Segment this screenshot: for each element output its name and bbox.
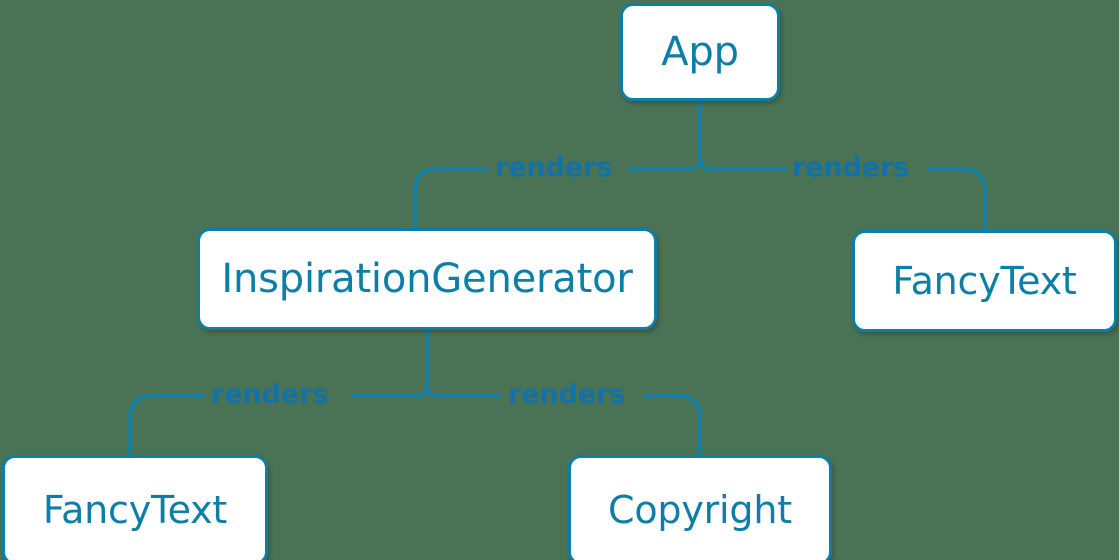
edge-app-to-fancytext-right: [708, 167, 987, 232]
edge-app-trunk-right: [698, 156, 712, 171]
node-app[interactable]: App: [620, 3, 780, 101]
node-inspiration-generator-label: InspirationGenerator: [221, 256, 633, 302]
edge-inspgen-to-copyright: [435, 394, 702, 457]
node-copyright-label: Copyright: [608, 488, 792, 532]
edge-label-inspiration-generator-to-fancytext-left: renders: [211, 379, 329, 410]
edge-label-inspiration-generator-to-copyright: renders: [508, 379, 626, 410]
node-inspiration-generator[interactable]: InspirationGenerator: [197, 228, 657, 330]
node-app-label: App: [661, 29, 739, 75]
node-fancytext-right[interactable]: FancyText: [852, 230, 1117, 332]
edge-label-app-to-inspiration-generator: renders: [495, 152, 613, 183]
edge-label-app-to-fancytext-right: renders: [792, 152, 910, 183]
node-fancytext-left[interactable]: FancyText: [2, 455, 268, 560]
node-copyright[interactable]: Copyright: [568, 455, 832, 560]
node-fancytext-left-label: FancyText: [42, 488, 228, 532]
edge-inspgen-to-fancytext-left: [128, 394, 419, 457]
edge-app-to-inspgen: [413, 167, 692, 230]
node-fancytext-right-label: FancyText: [892, 259, 1077, 303]
edge-inspgen-trunk-right: [425, 383, 439, 398]
